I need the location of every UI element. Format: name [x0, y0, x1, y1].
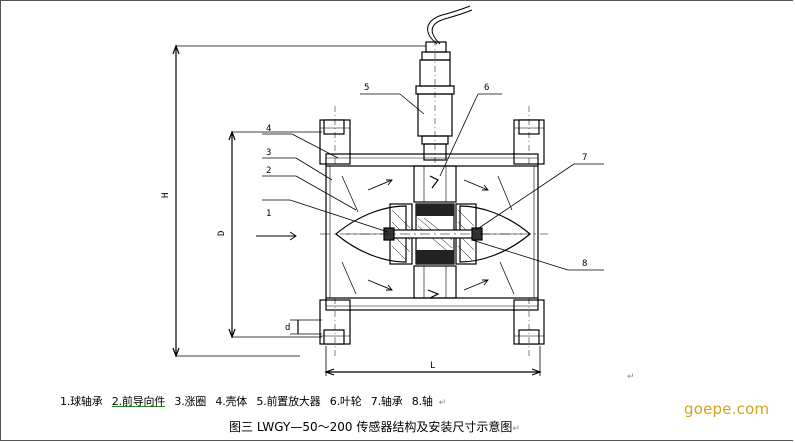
parts-legend: 1.球轴承 2.前导向件 3.涨圈 4.壳体 5.前置放大器 6.叶轮 7.轴承… — [60, 393, 452, 409]
part-number-3: 3 — [266, 148, 271, 158]
figure-caption: 图三 LWGY—50～200 传感器结构及安装尺寸示意图↵ — [229, 418, 520, 435]
legend-item-3: 3.涨圈 — [174, 395, 207, 408]
caption-return-mark: ↵ — [512, 424, 520, 434]
legend-item-2: 2.前导向件 — [111, 395, 166, 408]
legend-item-8: 8.轴 — [411, 395, 433, 408]
shaft — [320, 227, 548, 241]
left-flange — [319, 106, 351, 356]
legend-return-mark: ↵ — [438, 398, 447, 408]
part-number-6: 6 — [484, 83, 489, 93]
part-number-2: 2 — [266, 166, 271, 176]
dimension-letters: H D d L — [161, 193, 435, 371]
legend-item-5: 5.前置放大器 — [256, 395, 321, 408]
part-number-7: 7 — [582, 153, 587, 163]
dimension-d-label: D — [217, 231, 227, 236]
housing — [325, 153, 539, 311]
part-number-8: 8 — [582, 259, 587, 269]
dimension-h-label: H — [161, 193, 171, 198]
part-numbers: 1 2 3 4 5 6 7 8 — [266, 83, 587, 269]
right-flange — [513, 106, 545, 356]
paragraph-mark: ↵ — [627, 372, 635, 382]
legend-item-4: 4.壳体 — [215, 395, 248, 408]
part-number-1: 1 — [266, 209, 271, 219]
dimension-lines — [172, 44, 542, 376]
caption-label: 图三 — [229, 420, 254, 434]
watermark-logo: goepe.com — [684, 400, 770, 418]
legend-item-7: 7.轴承 — [370, 395, 403, 408]
legend-item-1: 1.球轴承 — [60, 395, 103, 408]
dimension-small-d-label: d — [285, 323, 290, 333]
flow-arrows — [256, 175, 515, 295]
caption-text: LWGY—50～200 传感器结构及安装尺寸示意图 — [256, 420, 513, 434]
legend-item-6: 6.叶轮 — [329, 395, 362, 408]
dimension-l-label: L — [430, 361, 435, 371]
leader-lines — [262, 93, 604, 271]
part-number-5: 5 — [364, 83, 369, 93]
part-number-4: 4 — [266, 124, 271, 134]
preamplifier — [415, 5, 473, 168]
